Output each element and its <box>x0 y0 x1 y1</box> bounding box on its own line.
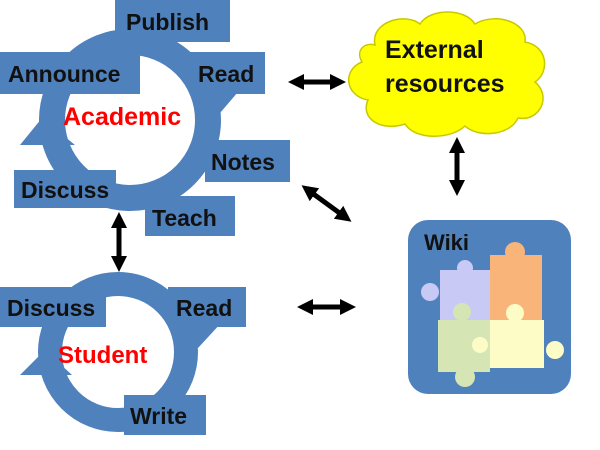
double-arrow-academic-wiki <box>301 185 352 222</box>
step-box <box>190 52 265 94</box>
cycle-arrowhead <box>175 322 222 348</box>
cycle-arrowhead <box>20 350 72 375</box>
step-read: Read <box>176 295 232 321</box>
step-box <box>205 140 290 182</box>
cycle-arrowhead <box>20 118 75 145</box>
step-discuss: Discuss <box>7 295 95 321</box>
cycle-arrowhead <box>190 92 238 120</box>
external-line1: External <box>385 36 484 64</box>
step-read: Read <box>198 61 254 87</box>
step-box <box>168 287 246 327</box>
step-box <box>115 0 230 42</box>
academic-cycle: Publish Read Notes Teach Discuss Announc… <box>0 0 290 236</box>
step-publish: Publish <box>126 9 209 35</box>
step-box <box>145 196 235 236</box>
step-box <box>14 170 116 208</box>
connectors <box>110 73 466 316</box>
student-cycle: Read Write Discuss Student <box>0 272 246 435</box>
step-teach: Teach <box>152 205 217 231</box>
step-box <box>0 52 140 94</box>
step-box <box>0 287 106 327</box>
wiki-title: Wiki <box>424 230 469 255</box>
student-ring <box>38 272 198 432</box>
step-box <box>124 395 206 435</box>
step-notes: Notes <box>211 149 275 175</box>
puzzle-icon <box>421 242 564 387</box>
step-discuss: Discuss <box>21 177 109 203</box>
step-write: Write <box>130 403 187 429</box>
student-title: Student <box>58 342 147 369</box>
external-resources-cloud: External resources <box>347 11 546 137</box>
step-announce: Announce <box>8 61 120 87</box>
external-line2: resources <box>385 70 505 98</box>
academic-title: Academic <box>63 103 181 131</box>
wiki-box: Wiki <box>408 220 571 394</box>
cloud-shape <box>347 11 546 137</box>
